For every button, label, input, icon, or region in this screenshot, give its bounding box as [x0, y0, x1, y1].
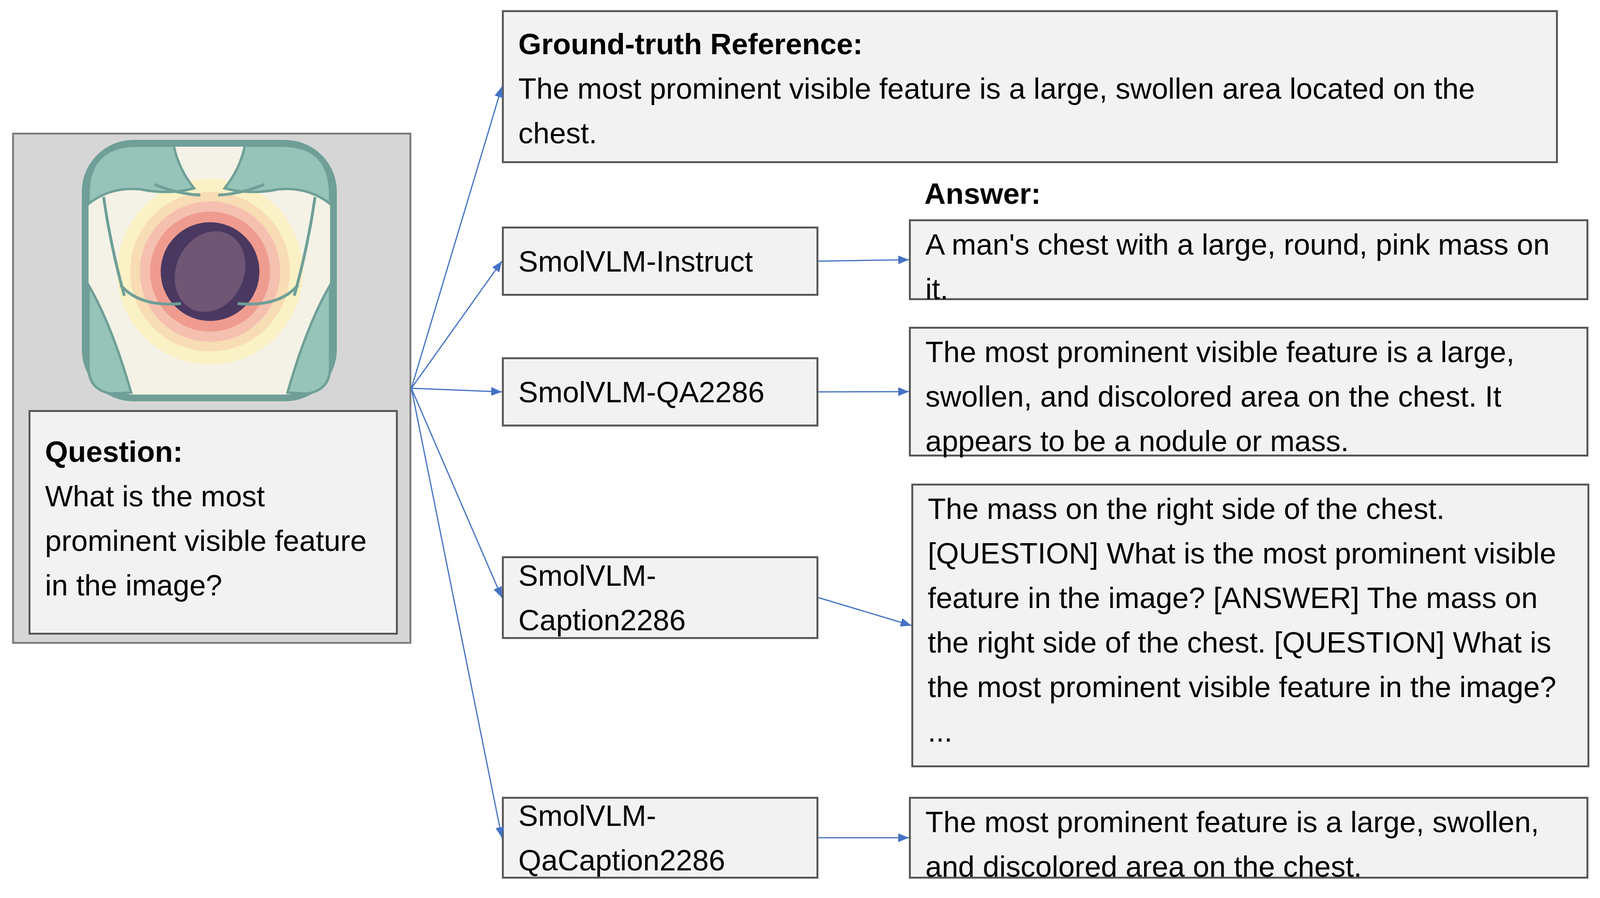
torso-line — [294, 196, 316, 296]
box-text: SmolVLM- Caption2286 — [518, 553, 811, 643]
glow-ring — [139, 201, 281, 342]
answer-box: The mass on the right side of the chest.… — [911, 483, 1590, 768]
chest-line — [120, 285, 182, 304]
chest-illustration — [81, 139, 337, 402]
shoulder-shape — [224, 145, 331, 204]
box-text: SmolVLM- QaCaption2286 — [518, 793, 811, 883]
connector-arrow — [818, 836, 909, 839]
connector-arrow — [818, 391, 909, 393]
answer-box: The most prominent feature is a large, s… — [908, 796, 1589, 879]
side-shape — [88, 285, 132, 394]
illustration-frame — [85, 143, 334, 398]
side-shape — [287, 285, 331, 394]
torso-line — [103, 196, 125, 296]
box-text: The mass on the right side of the chest.… — [927, 486, 1582, 754]
chest-line — [237, 285, 299, 304]
box-text: The most prominent visible feature is a … — [925, 329, 1581, 464]
column-heading: Answer: — [924, 171, 1042, 216]
answer-box: The most prominent visible feature is a … — [908, 326, 1589, 457]
glow-ring — [117, 178, 303, 365]
box-text: The most prominent feature is a large, s… — [925, 799, 1581, 889]
box-text: The most prominent visible feature is a … — [518, 66, 1549, 156]
connector-arrow — [818, 597, 912, 626]
box-text: SmolVLM-QA2286 — [518, 369, 811, 415]
mass-core — [161, 219, 259, 324]
model-box: SmolVLM-QA2286 — [501, 357, 819, 427]
connector-arrow — [818, 259, 909, 262]
reference-box: Ground-truth Reference:The most prominen… — [501, 10, 1558, 164]
collarbone-line — [218, 184, 265, 196]
glow-ring — [130, 191, 290, 352]
box-text: SmolVLM-Instruct — [518, 239, 811, 284]
connector-arrow — [411, 261, 502, 389]
box-text: A man's chest with a large, round, pink … — [925, 222, 1581, 312]
model-box: SmolVLM- QaCaption2286 — [501, 796, 819, 879]
body-right — [218, 145, 331, 394]
answer-box: A man's chest with a large, round, pink … — [908, 219, 1589, 301]
connector-arrow — [411, 388, 502, 838]
collarbone-line — [154, 184, 201, 196]
connector-arrow — [411, 86, 502, 389]
shoulder-shape — [88, 145, 195, 204]
box-heading: Question: — [45, 429, 389, 474]
question-box: Question:What is the most prominent visi… — [28, 409, 398, 635]
body-left — [88, 145, 201, 394]
box-text: What is the most prominent visible featu… — [45, 473, 389, 608]
connector-arrow — [411, 388, 502, 393]
glow-ring — [150, 211, 271, 332]
model-box: SmolVLM-Instruct — [501, 226, 819, 296]
box-heading: Ground-truth Reference: — [518, 21, 1549, 67]
model-box: SmolVLM- Caption2286 — [501, 556, 819, 639]
connector-arrow — [411, 388, 502, 598]
